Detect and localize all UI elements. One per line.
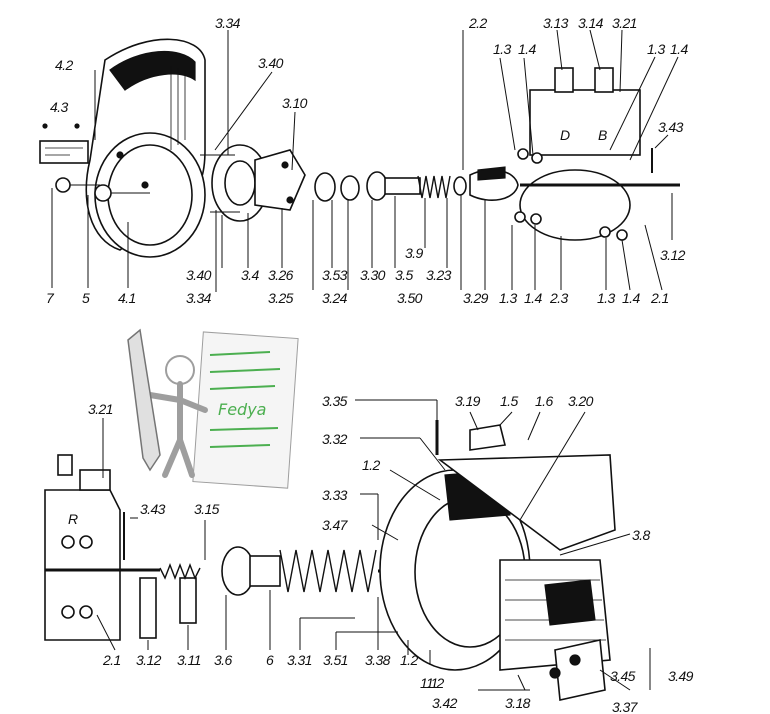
label-3-25: 3.25 bbox=[268, 290, 294, 306]
label-1-6: 1.6 bbox=[535, 393, 553, 409]
label-1-2-b: 1.2 bbox=[362, 457, 380, 473]
label-3-40-bottom: 3.40 bbox=[186, 267, 212, 283]
label-1-2-c: 1.2 bbox=[426, 675, 444, 691]
label-3-23: 3.23 bbox=[426, 267, 452, 283]
label-3-8: 3.8 bbox=[632, 527, 650, 543]
label-6: 6 bbox=[266, 652, 274, 668]
label-1-4-d: 1.4 bbox=[622, 290, 640, 306]
label-3-51: 3.51 bbox=[323, 652, 348, 668]
bolts-7-5 bbox=[55, 177, 150, 202]
label-3-13: 3.13 bbox=[543, 15, 569, 31]
label-3-26: 3.26 bbox=[268, 267, 294, 283]
label-3-21: 3.21 bbox=[612, 15, 637, 31]
label-3-14: 3.14 bbox=[578, 15, 604, 31]
label-3-6: 3.6 bbox=[214, 652, 232, 668]
end-plate bbox=[200, 144, 306, 222]
label-2-1-top: 2.1 bbox=[650, 290, 669, 306]
upper-leaders bbox=[51, 29, 679, 292]
label-1-3-d: 1.3 bbox=[597, 290, 615, 306]
shaft-parts bbox=[314, 171, 467, 202]
label-3-20: 3.20 bbox=[568, 393, 594, 409]
label-1-3-c: 1.3 bbox=[499, 290, 517, 306]
label-1-3-b: 1.3 bbox=[647, 41, 665, 57]
label-3-34-top: 3.34 bbox=[215, 15, 241, 31]
label-1-2-a: 1.2 bbox=[400, 652, 418, 668]
label-3-9: 3.9 bbox=[405, 245, 423, 261]
marker-r-lower: R bbox=[68, 511, 78, 527]
label-3-31: 3.31 bbox=[287, 652, 312, 668]
label-1-3-a: 1.3 bbox=[493, 41, 511, 57]
label-3-21-lower: 3.21 bbox=[88, 401, 113, 417]
label-3-29: 3.29 bbox=[463, 290, 489, 306]
label-3-32: 3.32 bbox=[322, 431, 348, 447]
label-3-35: 3.35 bbox=[322, 393, 348, 409]
label-3-50: 3.50 bbox=[397, 290, 423, 306]
lower-labels: 3.21 3.43 3.15 2.1 3.12 3.11 3.6 6 3.31 … bbox=[88, 393, 694, 714]
lower-leaders bbox=[96, 399, 651, 691]
upper-labels: 4.2 4.3 3.34 3.40 3.10 2.2 1.3 1.4 3.13 … bbox=[46, 15, 689, 306]
lower-small-parts bbox=[123, 512, 201, 639]
label-4-1: 4.1 bbox=[118, 290, 136, 306]
label-3-18: 3.18 bbox=[505, 695, 531, 711]
label-3-24: 3.24 bbox=[322, 290, 348, 306]
label-3-42: 3.42 bbox=[432, 695, 458, 711]
label-3-12-lower: 3.12 bbox=[136, 652, 162, 668]
label-3-43-top: 3.43 bbox=[658, 119, 684, 135]
label-3-49: 3.49 bbox=[668, 668, 694, 684]
label-3-38: 3.38 bbox=[365, 652, 391, 668]
label-1-4-b: 1.4 bbox=[670, 41, 688, 57]
label-4-3: 4.3 bbox=[50, 99, 68, 115]
label-3-37: 3.37 bbox=[612, 699, 639, 714]
nameplate bbox=[39, 123, 89, 164]
label-3-5: 3.5 bbox=[395, 267, 413, 283]
label-4-2: 4.2 bbox=[55, 57, 73, 73]
bearing-2-2 bbox=[469, 166, 519, 201]
field-housing bbox=[379, 420, 616, 701]
label-3-10: 3.10 bbox=[282, 95, 308, 111]
label-2-1-lower: 2.1 bbox=[102, 652, 121, 668]
label-3-15: 3.15 bbox=[194, 501, 220, 517]
housing-cover bbox=[85, 38, 206, 258]
marker-b: B bbox=[598, 127, 607, 143]
label-3-40-top: 3.40 bbox=[258, 55, 284, 71]
label-3-33: 3.33 bbox=[322, 487, 348, 503]
label-3-53: 3.53 bbox=[322, 267, 348, 283]
label-3-4: 3.4 bbox=[241, 267, 259, 283]
label-2-3: 2.3 bbox=[549, 290, 568, 306]
label-3-19: 3.19 bbox=[455, 393, 481, 409]
label-1-1: 1.1 bbox=[420, 675, 438, 691]
label-3-45: 3.45 bbox=[610, 668, 636, 684]
label-1-4-c: 1.4 bbox=[524, 290, 542, 306]
watermark-logo: Fedya bbox=[127, 328, 299, 489]
watermark-text: Fedya bbox=[218, 400, 266, 419]
label-2-2: 2.2 bbox=[468, 15, 487, 31]
label-5: 5 bbox=[82, 290, 90, 306]
label-3-43-lower: 3.43 bbox=[140, 501, 166, 517]
upper-assembly: D B bbox=[39, 15, 689, 306]
label-3-47: 3.47 bbox=[322, 517, 349, 533]
label-3-12-top: 3.12 bbox=[660, 247, 686, 263]
label-3-34-bottom: 3.34 bbox=[186, 290, 212, 306]
marker-d: D bbox=[560, 127, 570, 143]
lower-assembly: R bbox=[44, 393, 694, 714]
label-7: 7 bbox=[46, 290, 55, 306]
label-1-4-a: 1.4 bbox=[518, 41, 536, 57]
label-3-11: 3.11 bbox=[177, 652, 201, 668]
label-3-30: 3.30 bbox=[360, 267, 386, 283]
brush-holder-assembly: D B bbox=[514, 67, 680, 241]
label-1-5: 1.5 bbox=[500, 393, 518, 409]
